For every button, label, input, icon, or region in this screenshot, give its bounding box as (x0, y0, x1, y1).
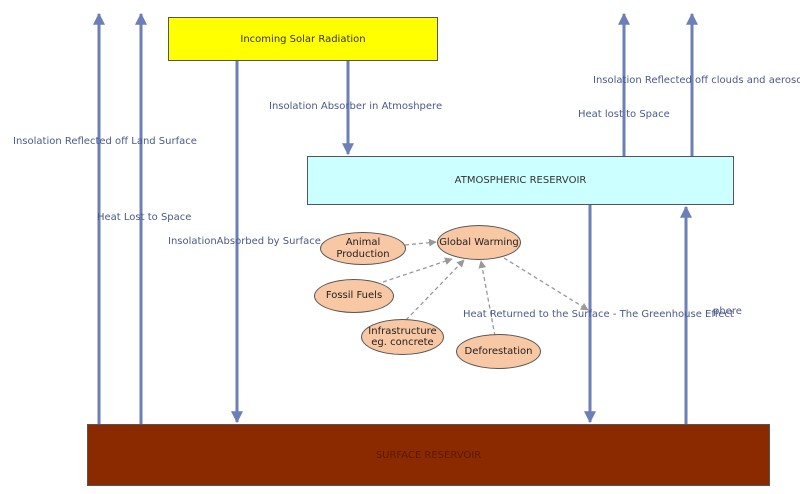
fossil-fuels-oval: Fossil Fuels (314, 279, 394, 313)
greenhouse-effect-label: Heat Returned to the Surface - The Green… (463, 309, 734, 320)
surface-reservoir-box: SURFACE RESERVOIR (87, 424, 770, 486)
heat-lost-left-label: Heat Lost to Space (97, 212, 192, 223)
atmospheric-reservoir-box: ATMOSPHERIC RESERVOIR (307, 156, 734, 205)
heat-lost-right-label: Heat lost to Space (578, 109, 670, 120)
absorbed-surface-label: InsolationAbsorbed by Surface (168, 236, 321, 247)
deforestation-oval: Deforestation (456, 334, 541, 369)
infrastructure-to-warming-connector (405, 259, 465, 321)
infrastructure-label-line1: Infrastructure (368, 325, 437, 337)
global-warming-oval: Global Warming (437, 225, 521, 260)
incoming-solar-radiation-box: Incoming Solar Radiation (168, 17, 438, 61)
reflected-clouds-label: Insolation Reflected off clouds and aero… (593, 75, 800, 86)
infrastructure-label-line2: eg. concrete (371, 337, 434, 348)
animal-to-warming-connector (404, 238, 437, 247)
infrastructure-oval: Infrastructure eg. concrete (361, 319, 444, 355)
absorbed-atmosphere-label: Insolation Absorber in Atmoshpere (269, 101, 443, 112)
warming-to-greenhouse-connector (503, 257, 589, 311)
atmosphere-fragment-label: phere (713, 306, 742, 317)
reflected-land-label: Insolation Reflected off Land Surface (13, 136, 197, 147)
animal-production-oval: Animal Production (320, 232, 406, 265)
deforestation-to-warming-connector (478, 260, 496, 337)
fossil-to-warming-connector (382, 257, 453, 283)
